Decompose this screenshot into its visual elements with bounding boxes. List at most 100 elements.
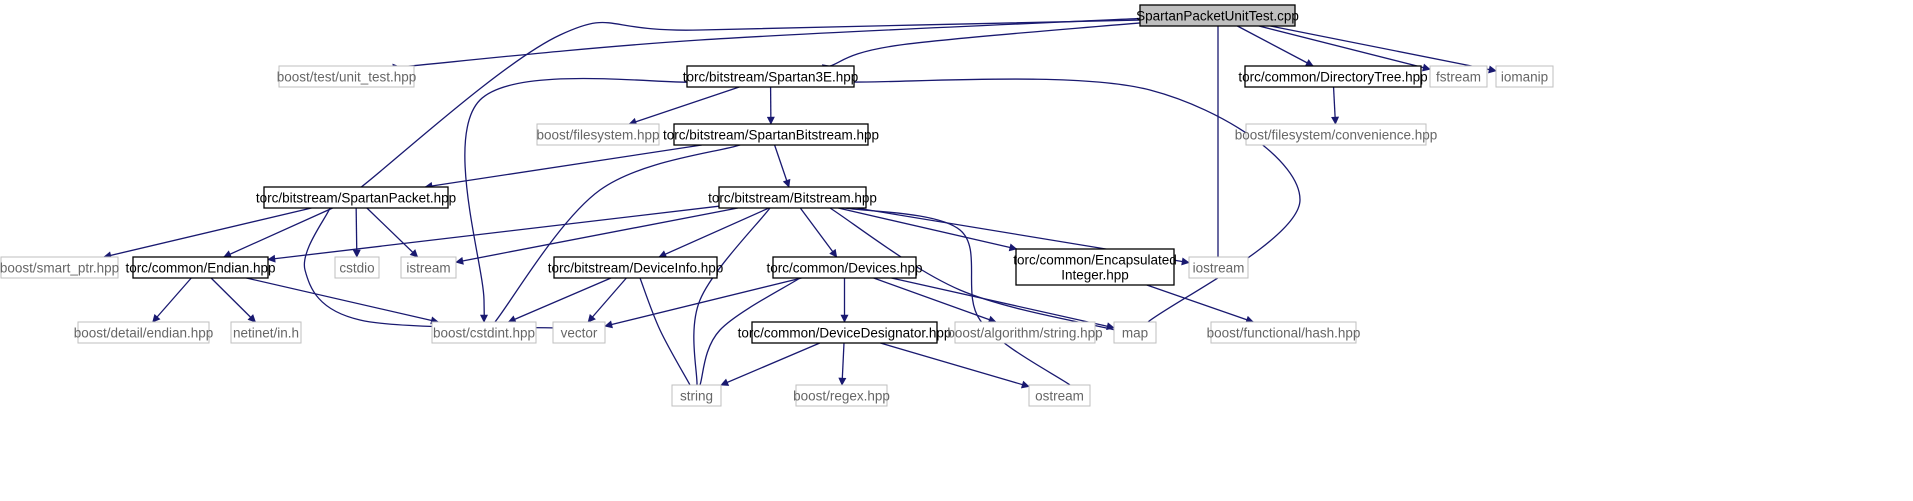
- node-box: [1028, 384, 1091, 407]
- edge-devices-to-map: [891, 277, 1115, 331]
- node-netinet[interactable]: netinet/in.h: [230, 321, 302, 344]
- node-iomanip[interactable]: iomanip: [1495, 65, 1554, 88]
- edge-dirtree-to-fsconv: [1331, 86, 1340, 125]
- node-box: [552, 321, 606, 344]
- node-ostream[interactable]: ostream: [1028, 384, 1091, 407]
- node-spartanpacket[interactable]: torc/bitstream/SpartanPacket.hpp: [256, 186, 456, 209]
- node-label: boost/cstdint.hpp: [433, 326, 535, 341]
- node-devdesig[interactable]: torc/common/DeviceDesignator.hpp: [738, 321, 952, 344]
- node-label: string: [680, 389, 713, 404]
- node-label: torc/bitstream/DeviceInfo.hpp: [548, 261, 724, 276]
- node-vector[interactable]: vector: [552, 321, 606, 344]
- node-box: [400, 256, 457, 279]
- node-box: [77, 321, 210, 344]
- node-box: [954, 321, 1096, 344]
- edge-bitstream-to-istream: [455, 207, 739, 265]
- node-label: torc/bitstream/Bitstream.hpp: [708, 191, 877, 206]
- node-box: [1188, 256, 1249, 279]
- node-label: boost/detail/endian.hpp: [74, 326, 214, 341]
- node-iostream[interactable]: iostream: [1188, 256, 1249, 279]
- edge-endian-to-detailendian: [152, 277, 192, 323]
- node-algostr[interactable]: boost/algorithm/string.hpp: [947, 321, 1103, 344]
- edge-spartanbs-to-cstdint: [486, 141, 751, 333]
- node-cstdio[interactable]: cstdio: [334, 256, 380, 279]
- node-string[interactable]: string: [671, 384, 722, 407]
- node-fsconv[interactable]: boost/filesystem/convenience.hpp: [1235, 123, 1438, 146]
- edge-root-to-iomanip: [1270, 25, 1497, 74]
- node-label: SpartanPacketUnitTest.cpp: [1136, 9, 1299, 24]
- edge-spartanpacket-to-endian: [223, 207, 333, 258]
- edge-bitstream-to-endian: [267, 205, 720, 263]
- edge-root-to-dirtree: [1237, 25, 1314, 67]
- node-box: [1210, 321, 1357, 344]
- node-box: [536, 123, 660, 146]
- edge-root-to-fstream: [1258, 25, 1431, 72]
- node-label: boost/filesystem.hpp: [536, 128, 659, 143]
- node-fs[interactable]: boost/filesystem.hpp: [536, 123, 660, 146]
- edge-endian-to-cstdint: [246, 277, 439, 325]
- node-box: [278, 65, 415, 88]
- node-root[interactable]: SpartanPacketUnitTest.cpp: [1136, 4, 1299, 27]
- node-label: Integer.hpp: [1061, 268, 1129, 283]
- node-dirtree[interactable]: torc/common/DirectoryTree.hpp: [1238, 65, 1428, 88]
- node-label: torc/common/Endian.hpp: [125, 261, 275, 276]
- edge-spartan3e-to-map: [827, 78, 1301, 332]
- node-box: [553, 256, 718, 279]
- node-label: iostream: [1193, 261, 1245, 276]
- edge-bitstream-to-deviceinfo: [658, 207, 770, 258]
- node-spartanbs[interactable]: torc/bitstream/SpartanBitstream.hpp: [663, 123, 879, 146]
- node-box: [1015, 248, 1175, 286]
- node-label: boost/smart_ptr.hpp: [0, 261, 119, 276]
- edge-devices-to-algostr: [873, 277, 997, 324]
- node-box: [795, 384, 888, 407]
- node-box: [1139, 4, 1296, 27]
- node-endian[interactable]: torc/common/Endian.hpp: [125, 256, 276, 279]
- node-funchash[interactable]: boost/functional/hash.hpp: [1207, 321, 1361, 344]
- edge-root-to-spartan3e: [821, 19, 1170, 72]
- edge-spartanpacket-to-smartptr: [103, 207, 312, 260]
- edge-devdesig-to-regex: [838, 342, 847, 386]
- edge-endian-to-netinet: [210, 277, 256, 323]
- node-regex[interactable]: boost/regex.hpp: [793, 384, 890, 407]
- node-label: istream: [406, 261, 450, 276]
- node-deviceinfo[interactable]: torc/bitstream/DeviceInfo.hpp: [548, 256, 724, 279]
- node-box: [671, 384, 722, 407]
- node-smartptr[interactable]: boost/smart_ptr.hpp: [0, 256, 119, 279]
- node-label: torc/common/DirectoryTree.hpp: [1238, 70, 1427, 85]
- node-detailendian[interactable]: boost/detail/endian.hpp: [74, 321, 214, 344]
- node-label: torc/bitstream/SpartanPacket.hpp: [256, 191, 456, 206]
- edge-bitstream-to-devices: [799, 207, 838, 258]
- edge-spartanbs-to-spartanpacket: [424, 144, 702, 190]
- edge-devdesig-to-ostream: [880, 342, 1030, 389]
- node-unit_test[interactable]: boost/test/unit_test.hpp: [277, 65, 417, 88]
- edge-devdesig-to-string: [720, 342, 821, 386]
- node-box: [431, 321, 537, 344]
- node-bitstream[interactable]: torc/bitstream/Bitstream.hpp: [708, 186, 877, 209]
- edge-bitstream-to-encint: [838, 207, 1018, 252]
- node-map[interactable]: map: [1113, 321, 1157, 344]
- edge-spartanpacket-to-istream: [366, 207, 419, 258]
- node-istream[interactable]: istream: [400, 256, 457, 279]
- edge-root-to-spartanpacket: [344, 18, 1179, 200]
- node-label: torc/common/Devices.hpp: [766, 261, 922, 276]
- node-label: boost/test/unit_test.hpp: [277, 70, 417, 85]
- node-box: [772, 256, 917, 279]
- node-box: [751, 321, 938, 344]
- node-box: [1495, 65, 1554, 88]
- node-label: map: [1122, 326, 1148, 341]
- node-label: fstream: [1436, 70, 1481, 85]
- node-box: [1429, 65, 1488, 88]
- node-label: cstdio: [339, 261, 374, 276]
- node-cstdint[interactable]: boost/cstdint.hpp: [431, 321, 537, 344]
- node-spartan3e[interactable]: torc/bitstream/Spartan3E.hpp: [683, 65, 859, 88]
- node-box: [132, 256, 269, 279]
- edge-deviceinfo-to-string: [637, 273, 697, 394]
- node-label: iomanip: [1501, 70, 1548, 85]
- node-box: [263, 186, 449, 209]
- node-label: torc/common/Encapsulated: [1013, 253, 1177, 268]
- edge-encint-to-funchash: [1146, 284, 1255, 324]
- node-devices[interactable]: torc/common/Devices.hpp: [766, 256, 923, 279]
- node-fstream[interactable]: fstream: [1429, 65, 1488, 88]
- edge-spartan3e-to-fs: [628, 86, 740, 126]
